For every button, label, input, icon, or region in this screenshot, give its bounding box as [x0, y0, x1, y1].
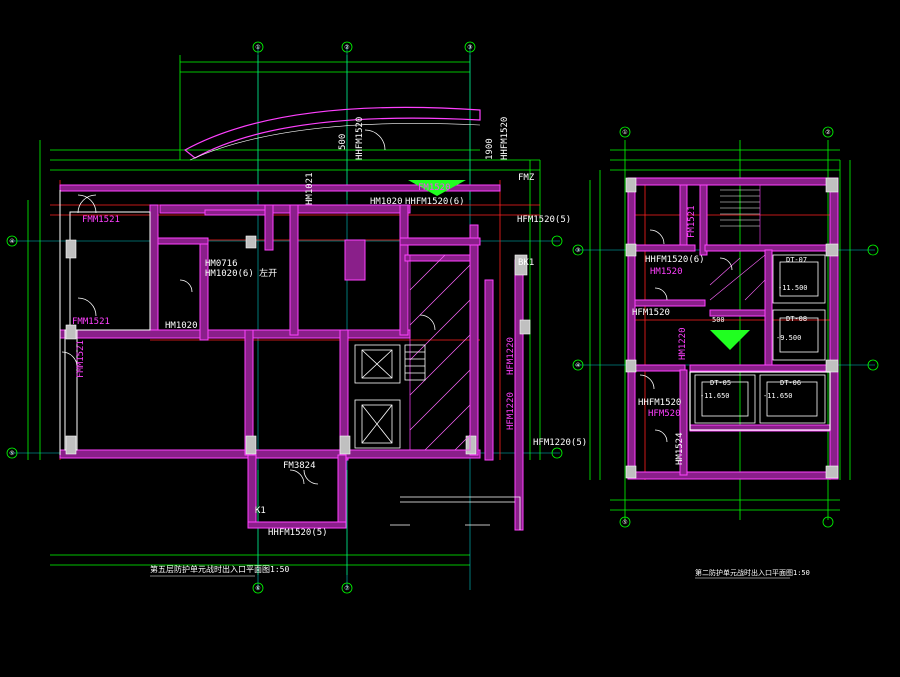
label-r-hfm520: HFM520: [648, 409, 681, 419]
label-r-elev-d: -11.650: [763, 392, 793, 400]
label-hfm1520-top: HHFM1520: [500, 117, 510, 160]
right-dimensions: [589, 140, 851, 520]
right-axis-3: ③: [575, 247, 580, 254]
right-stair: [720, 185, 761, 245]
label-bk1: BK1: [518, 258, 534, 268]
label-r-elev-c: -11.650: [700, 392, 730, 400]
label-hm0716: HM0716: [205, 259, 238, 269]
label-hm1020b: HM1020: [370, 197, 403, 207]
label-hhfm1520: HHFM1520: [355, 117, 365, 160]
left-axis-4: ④: [9, 238, 14, 245]
left-stair-hatch: [409, 254, 471, 451]
label-dim-1900: 1900: [485, 138, 495, 160]
left-axis-7: ⑦: [344, 585, 349, 592]
label-hfm1220: HFM1220: [506, 337, 516, 375]
label-fm1521-b: FMM1521: [72, 317, 110, 327]
label-fm1521-a: FMM1521: [82, 215, 120, 225]
left-axis-6: ⑥: [255, 585, 260, 592]
left-ramp-curve-inner: [189, 123, 481, 161]
label-dim-500: 500: [338, 134, 348, 150]
right-hatch: [709, 254, 766, 301]
label-r-elev-a: -11.500: [778, 284, 808, 292]
label-fm1520-top: FM1520: [418, 183, 451, 193]
right-axis-labels: ① ② ③ ④ ⑤: [575, 129, 830, 526]
label-hm1020: HM1020: [165, 321, 198, 331]
right-shafts: [689, 254, 831, 431]
left-axis-2: ②: [344, 44, 349, 51]
label-r-dim-500: 500: [712, 316, 725, 324]
label-k1: K1: [255, 506, 266, 516]
left-axis-1: ①: [255, 44, 260, 51]
left-door-swings: [61, 129, 436, 485]
right-axis-2: ②: [825, 129, 830, 136]
left-axis-labels: ① ② ③ ④ ⑤ ⑥ ⑦: [9, 44, 472, 592]
label-fm3824: FM3824: [283, 461, 316, 471]
label-r-hm1524: HM1524: [675, 432, 685, 465]
right-plan-title: 第二防护单元战时出入口平面图1:50: [695, 568, 810, 577]
left-axis-5: ⑤: [9, 450, 14, 457]
label-r-hm1520: HM1520: [650, 267, 683, 277]
left-filter-rooms: [354, 344, 426, 449]
label-fmz: FMZ: [518, 173, 535, 183]
label-r-dt07: DT-07: [786, 256, 807, 264]
label-r-hfm1520: HFM1520: [632, 308, 670, 318]
right-labels: FM1521 HHFM1520(6) HM1520 HFM1520 HM1220…: [632, 205, 808, 465]
label-hfm1220-5: HFM1220(5): [533, 438, 587, 448]
label-hm1021: HM1021: [305, 172, 315, 205]
left-plan-title: 第五层防护单元战时出入口平面图1:50: [150, 564, 289, 574]
left-floor-plan: FMM1521 FMM1521 FMM1521 HM0716 HM1020(6)…: [6, 41, 587, 594]
right-axis-bubbles: [572, 126, 879, 528]
right-axis-1: ①: [622, 129, 627, 136]
label-r-hhfm1520-6: HHFM1520(6): [645, 255, 705, 265]
right-door-swings: [639, 229, 733, 443]
left-columns: [65, 235, 531, 455]
label-hm1020-6: HM1020(6) 左开: [205, 267, 277, 279]
label-r-dt05: DT-05: [710, 379, 731, 387]
label-hfm1520-5: HFM1520(5): [517, 215, 571, 225]
left-exit-lines: [390, 496, 521, 530]
right-green-marker: [710, 330, 750, 350]
right-columns: [625, 177, 839, 479]
label-r-elev-b: -9.500: [776, 334, 801, 342]
label-r-hhfm1520-b: HHFM1520: [638, 398, 681, 408]
label-r-dt08: DT-08: [786, 315, 807, 323]
label-r-dt06: DT-06: [780, 379, 801, 387]
label-hhfm1520-6: HHFM1520(6): [405, 197, 465, 207]
right-axis-4: ④: [575, 362, 580, 369]
label-hfm1220b: HFM1220: [506, 392, 516, 430]
left-axis-3: ③: [467, 44, 472, 51]
right-floor-plan: ① ② ③ ④ ⑤ FM1521 HHFM1520(6) HM1520 HFM1…: [572, 126, 879, 579]
label-r-hm1220: HM1220: [678, 327, 688, 360]
left-ramp-curve: [183, 106, 481, 159]
right-axis-5: ⑤: [622, 519, 627, 526]
label-hhfm1520-bottom: HHFM1520(5): [268, 528, 328, 538]
left-labels: FMM1521 FMM1521 FMM1521 HM0716 HM1020(6)…: [72, 117, 587, 538]
label-fm1521-c: FMM1521: [76, 340, 86, 378]
left-axis-bubbles: [6, 41, 563, 594]
label-r-fm1521: FM1521: [687, 205, 697, 238]
left-green-marker: [408, 180, 466, 196]
